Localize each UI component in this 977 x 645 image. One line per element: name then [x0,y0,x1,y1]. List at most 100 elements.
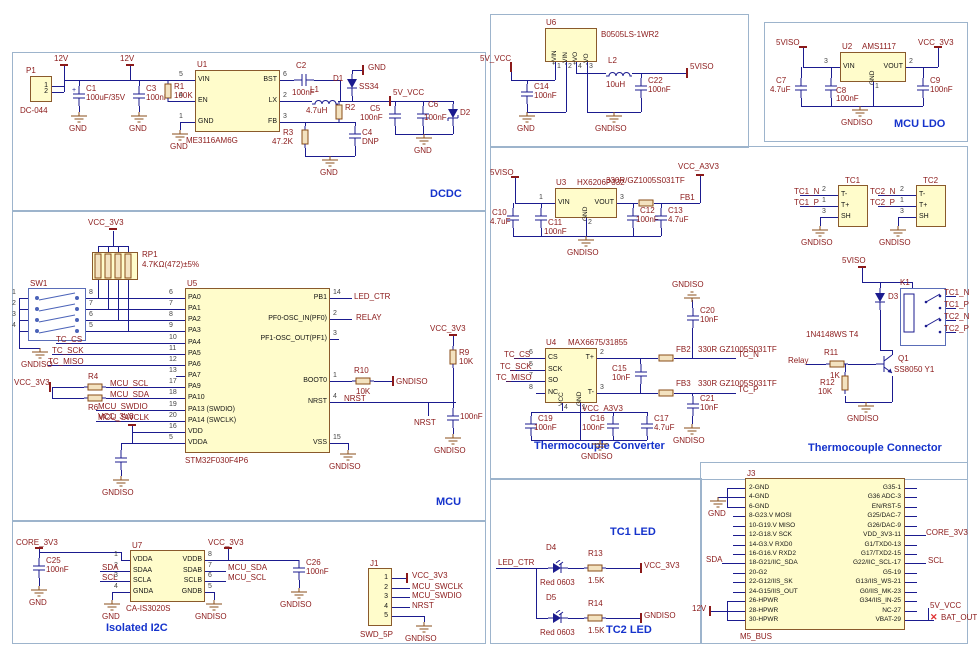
capacitor-C2[interactable] [294,73,314,87]
capacitor-C5[interactable] [388,106,402,126]
capacitor-C6[interactable] [416,106,430,126]
capacitor-C16[interactable] [606,416,620,436]
capacitor-C26[interactable] [292,560,306,580]
wire [617,203,626,204]
component-U7[interactable] [130,550,205,602]
wire [401,588,410,589]
component-P1[interactable] [30,76,52,102]
wire [423,126,424,134]
resistor-R14[interactable] [584,613,606,623]
wire [228,549,229,560]
resistor-R9[interactable] [448,346,458,368]
wire [108,278,109,309]
inductor-L1[interactable] [312,96,338,106]
component-TC2[interactable] [916,185,946,227]
component-TC1[interactable] [838,185,868,227]
power-port-VCC_3V3: VCC_3V3 [98,412,134,421]
zener-diode-D2[interactable] [447,104,459,126]
capacitor[interactable] [446,408,460,428]
diode-D3[interactable] [874,288,886,310]
ferrite-bead-FB3[interactable] [658,389,674,397]
wire [905,497,917,498]
resistor-R13[interactable] [584,563,606,573]
wire [733,573,745,574]
dip-switch-icon[interactable] [28,288,86,341]
capacitor-C9[interactable] [916,78,930,98]
led-D4[interactable] [548,560,568,576]
net-label-TC2_P: TC2_P [870,198,895,207]
component-K1[interactable] [900,288,946,346]
pin-number: 13 [169,367,177,374]
component-U4[interactable] [545,348,597,403]
wire [19,348,40,349]
resistor-R1[interactable] [163,80,173,102]
component-U3[interactable] [555,188,617,218]
wire [727,497,733,498]
value-U2: AMS1117 [862,42,896,51]
capacitor-C3[interactable] [132,86,146,106]
component-U6[interactable] [545,28,597,62]
net-label-NRST: NRST [412,601,434,610]
wire [39,549,40,558]
led-D5[interactable] [548,610,568,626]
component-J3[interactable] [745,478,905,630]
pin-name: PB1 [313,294,327,301]
capacitor-C8[interactable] [824,78,838,98]
ground-label-GND: GND [414,146,432,155]
resistor-R4[interactable] [84,382,106,392]
power-bar-icon [389,96,391,106]
transistor-Q1[interactable] [876,352,898,376]
capacitor-C22[interactable] [634,78,648,98]
capacitor-C13[interactable] [654,208,668,228]
capacitor-C25[interactable] [32,558,46,578]
value-U1: ME3116AM6G [186,136,238,145]
resistor-R11[interactable] [826,359,848,369]
component-U5[interactable] [185,288,330,453]
resistor-R2[interactable] [334,101,344,123]
capacitor-C15[interactable] [634,364,648,384]
ferrite-bead-FB2[interactable] [658,354,674,362]
value-R13: 1.5K [588,576,605,585]
capacitor-C7[interactable] [794,78,808,98]
bus-pin-right: G36 ADC-3 [867,493,901,500]
ground-label-GNDISO: GNDISO [879,238,911,247]
value-C11: 100nF [544,227,567,236]
capacitor[interactable] [114,450,128,470]
value-C12: 100nF [636,215,659,224]
capacitor-C19[interactable] [524,416,538,436]
resistor-network-icon[interactable] [92,252,138,280]
capacitor-C17[interactable] [640,416,654,436]
resistor-R10[interactable] [352,376,374,386]
component-U2[interactable] [840,52,906,82]
pin-number: 2 [822,186,826,193]
net-label-TC2_P: TC2_P [944,324,969,333]
designator-L2: L2 [608,56,617,65]
capacitor-C11[interactable] [534,208,548,228]
wire [52,86,61,87]
designator-R9: R9 [459,348,470,357]
capacitor-C4[interactable] [348,126,362,146]
component-U1[interactable] [195,70,280,132]
diode-D1[interactable] [346,74,358,96]
resistor-R12[interactable] [840,372,850,394]
bus-pin-left: 4-GND [749,493,770,500]
wire [905,563,917,564]
pin-name: PA13 (SWDIO) [188,406,235,413]
capacitor-polarized-C1[interactable]: + [72,86,86,106]
capacitor-C21[interactable] [686,396,700,416]
bus-pin-right: G35-1 [882,484,901,491]
capacitor-C20[interactable] [686,308,700,328]
wire [905,526,917,527]
inductor-L2[interactable] [606,68,632,78]
wire [132,426,133,443]
capacitor-C10[interactable] [506,208,520,228]
ferrite-bead-FB1[interactable] [638,199,654,207]
capacitor-C12[interactable] [626,208,640,228]
relay-icon[interactable] [900,288,946,346]
wire [128,246,129,254]
component-J1[interactable] [368,568,392,626]
pin-name: 2 [384,584,388,591]
resistor-R3[interactable] [300,126,310,148]
capacitor-C14[interactable] [520,84,534,104]
resistor-R6[interactable] [84,393,106,403]
